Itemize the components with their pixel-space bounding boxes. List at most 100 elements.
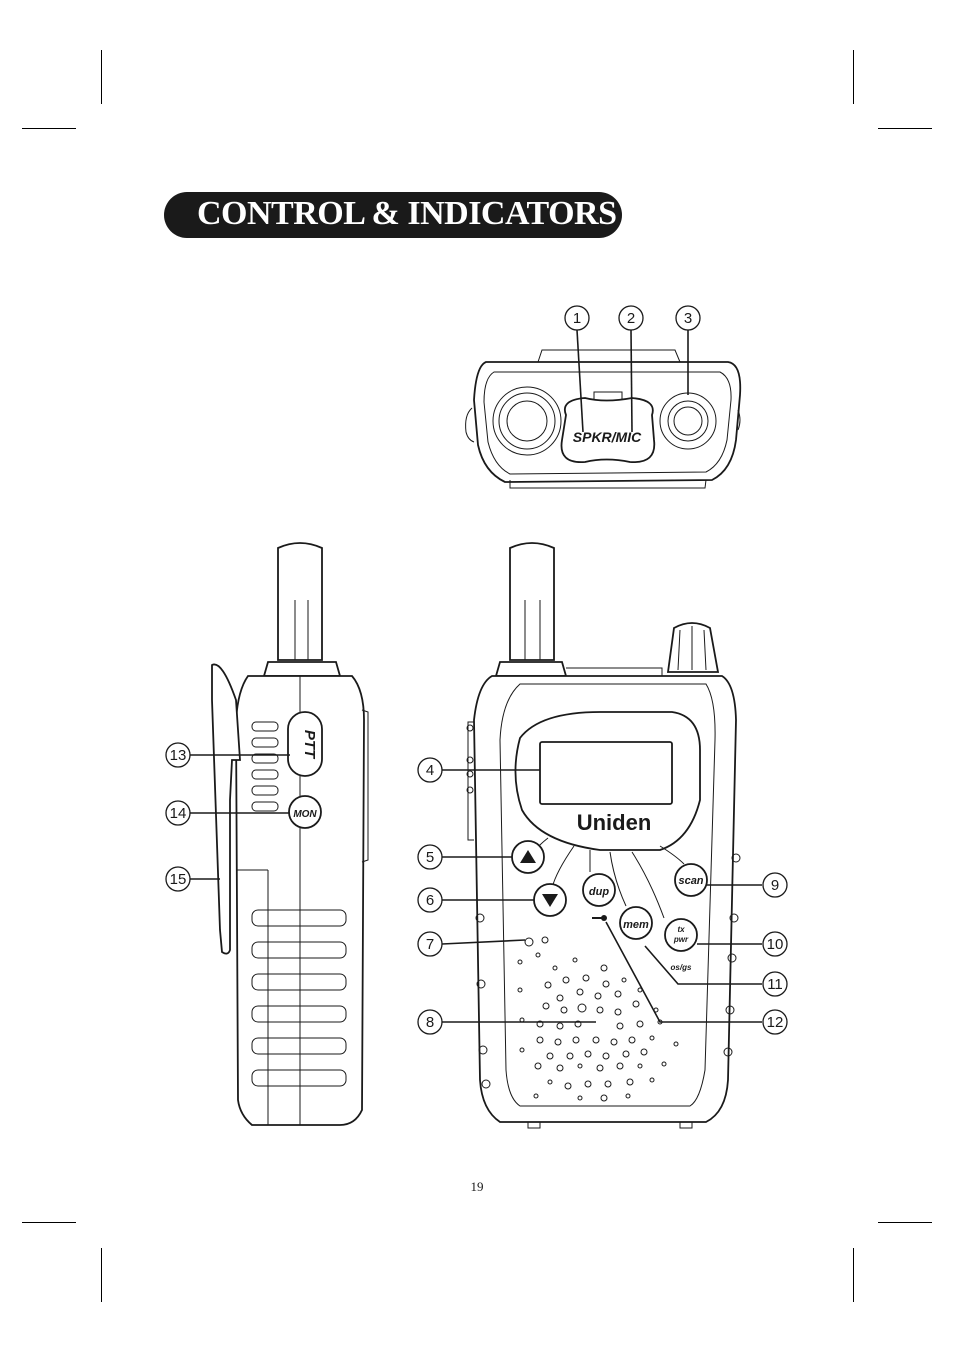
dup-button[interactable]: dup [582,873,616,907]
callout-5: 5 [417,844,443,870]
speaker-hole [576,988,584,996]
callout-9: 9 [762,872,788,898]
up-button[interactable] [511,840,545,874]
page-title: CONTROL & INDICATORS [197,195,617,232]
speaker-hole [556,1064,564,1072]
speaker-hole [649,1077,655,1083]
speaker-hole [582,974,590,982]
lcd-display [539,741,673,805]
callout-2: 2 [618,305,644,331]
speaker-hole [572,957,578,963]
mem-label: mem [623,919,649,931]
key-lock-icon [592,915,607,921]
callout-10: 10 [762,931,788,957]
speaker-hole [560,1006,568,1014]
crop-mark-tl-v [101,50,102,104]
speaker-hole [602,1052,610,1060]
speaker-hole [547,1079,553,1085]
callout-1: 1 [564,305,590,331]
tx-label: tx [677,925,685,934]
mon-label: MON [293,809,317,820]
triangle-down-icon [542,894,558,907]
ptt-label: PTT [301,730,318,760]
crop-mark-br-h [878,1222,932,1223]
dup-label: dup [589,886,609,898]
callout-number: 13 [170,747,187,764]
scan-button[interactable]: scan [674,863,708,897]
speaker-hole [533,1093,539,1099]
speaker-hole [614,1008,622,1016]
callout-number: 8 [426,1014,434,1031]
spkr-mic-jack-cover[interactable]: SPKR/MIC [560,391,656,463]
crop-mark-tr-h [878,128,932,129]
callout-number: 15 [170,871,187,888]
callout-number: 5 [426,849,434,866]
speaker-hole [632,1000,640,1008]
crop-mark-bl-v [101,1248,102,1302]
speaker-hole [534,1062,542,1070]
callout-6: 6 [417,887,443,913]
speaker-hole [616,1022,624,1030]
side-view: PTT MON [188,542,369,1126]
callout-number: 10 [767,936,784,953]
callout-number: 9 [771,877,779,894]
speaker-hole [577,1063,583,1069]
speaker-hole [564,1082,572,1090]
callout-number: 7 [426,936,434,953]
speaker-hole [562,976,570,984]
speaker-hole [649,1035,655,1041]
speaker-hole [556,994,564,1002]
speaker-hole [536,1020,544,1028]
scan-label: scan [678,875,703,887]
callout-15: 15 [165,866,191,892]
side-lower-slots [251,909,347,1087]
ptt-button[interactable]: PTT [287,711,323,777]
crop-mark-tl-h [22,128,76,129]
section-title-banner: CONTROL & INDICATORS [164,192,622,238]
callout-number: 4 [426,762,434,779]
speaker-hole [577,1095,583,1101]
speaker-hole [614,990,622,998]
speaker-hole [626,1078,634,1086]
callout-3: 3 [675,305,701,331]
callout-4: 4 [417,757,443,783]
down-button[interactable] [533,883,567,917]
callout-14: 14 [165,800,191,826]
speaker-hole [625,1093,631,1099]
crop-mark-tr-v [853,50,854,104]
speaker-hole [584,1050,592,1058]
speaker-hole [536,1036,544,1044]
speaker-hole [592,1036,600,1044]
speaker-hole [574,1020,582,1028]
speaker-hole [584,1080,592,1088]
speaker-hole [637,1063,643,1069]
mem-button[interactable]: mem [619,906,653,940]
speaker-hole [621,977,627,983]
speaker-hole [572,1036,580,1044]
callout-number: 2 [627,310,635,327]
front-view: Uniden dup mem [441,542,762,1129]
speaker-hole [596,1006,604,1014]
tx-pwr-button[interactable]: tx pwr os/gs [664,918,698,972]
spkr-mic-label: SPKR/MIC [573,429,642,445]
top-view: SPKR/MIC [465,329,742,489]
speaker-hole [594,992,602,1000]
speaker-hole [542,1002,550,1010]
speaker-hole [636,1020,644,1028]
brand-logo: Uniden [577,810,652,835]
speaker-hole [566,1052,574,1060]
callout-8: 8 [417,1009,443,1035]
callout-number: 6 [426,892,434,909]
crop-mark-br-v [853,1248,854,1302]
callout-number: 1 [573,310,581,327]
callout-number: 12 [767,1014,784,1031]
speaker-hole [622,1050,630,1058]
belt-clip [211,663,241,955]
callout-11: 11 [762,971,788,997]
speaker-hole [577,1003,587,1013]
side-grip-slots [251,721,279,812]
microphone-hole [524,937,534,947]
callout-13: 13 [165,742,191,768]
mon-button[interactable]: MON [288,795,322,829]
